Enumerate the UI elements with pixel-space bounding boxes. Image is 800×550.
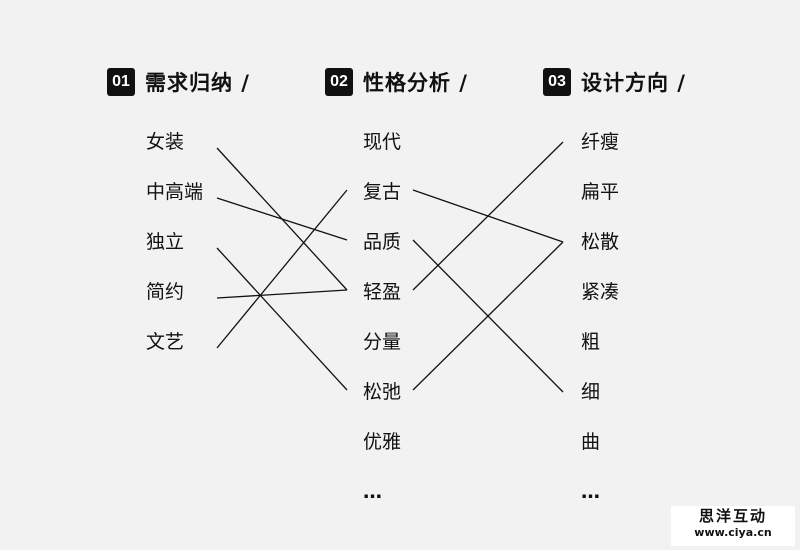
number-badge: 02 (325, 68, 353, 96)
column-item: 分量 (363, 331, 402, 353)
column-item: 优雅 (363, 431, 402, 453)
column-item: 品质 (363, 231, 402, 253)
column-item: 细 (581, 381, 601, 403)
column-item: 轻盈 (363, 281, 402, 303)
column-header-requirements: 01 需求归纳 / (107, 67, 250, 97)
column-title: 性格分析 / (363, 71, 468, 95)
column-item: 松散 (581, 231, 620, 253)
watermark: 思洋互动 www.ciya.cn (671, 506, 795, 546)
connection-line (216, 247, 348, 391)
column-item: 现代 (363, 131, 402, 153)
column-item: 纤瘦 (581, 131, 620, 153)
column-title: 设计方向 / (581, 71, 686, 95)
column-header-design: 03 设计方向 / (543, 67, 686, 97)
column-item: 扁平 (581, 181, 620, 203)
column-item: 独立 (146, 231, 185, 253)
connection-line (412, 241, 564, 391)
connection-line (412, 141, 564, 291)
connection-line (216, 289, 348, 299)
column-item: 中高端 (146, 181, 204, 203)
column-item: 松弛 (363, 381, 402, 403)
connection-line (216, 189, 348, 349)
column-title: 需求归纳 / (145, 71, 250, 95)
column-item: 简约 (146, 281, 185, 303)
column-header-personality: 02 性格分析 / (325, 67, 468, 97)
column-item: 复古 (363, 181, 402, 203)
watermark-url: www.ciya.cn (694, 526, 772, 539)
column-item: … (363, 481, 382, 503)
connection-line (216, 197, 348, 241)
number-badge: 01 (107, 68, 135, 96)
watermark-name: 思洋互动 (698, 507, 767, 525)
column-item: … (581, 481, 600, 503)
column-item: 文艺 (146, 331, 185, 353)
column-item: 曲 (581, 431, 601, 453)
column-item: 紧凑 (581, 281, 620, 303)
column-item: 粗 (581, 331, 601, 353)
column-item: 女装 (146, 131, 185, 153)
number-badge: 03 (543, 68, 571, 96)
